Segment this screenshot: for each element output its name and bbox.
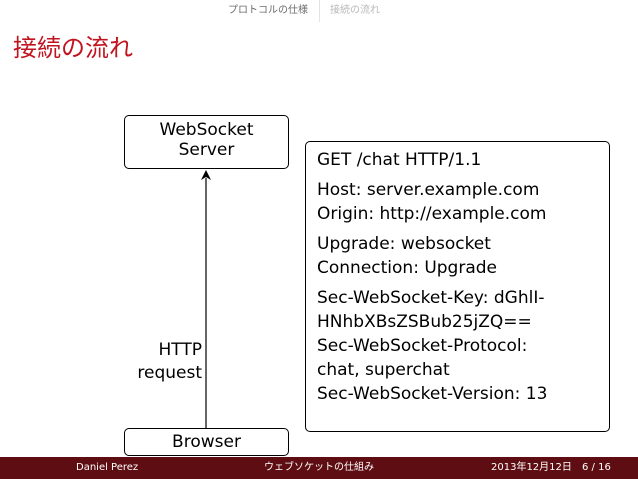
request-line-group: GET /chat HTTP/1.1 (317, 148, 609, 172)
http-request-label: HTTP request (120, 339, 202, 385)
websocket-server-node: WebSocket Server (124, 115, 289, 169)
header-sec-protocol: Sec-WebSocket-Protocol: (317, 336, 528, 356)
browser-node: Browser (124, 428, 289, 456)
header-sec-key: Sec-WebSocket-Key: dGhlI- (317, 288, 545, 308)
header-sec-key-cont: HNhbXBsZSBub25jZQ== (317, 312, 532, 332)
slide-title: 接続の流れ (13, 34, 133, 62)
host-origin-group: Host: server.example.com Origin: http://… (317, 178, 609, 226)
footer-page-number: 6 / 16 (582, 462, 611, 473)
browser-label: Browser (172, 432, 241, 452)
nav-divider (319, 0, 320, 22)
edge-label-line: HTTP (158, 340, 202, 360)
edge-label-line: request (137, 363, 202, 383)
header-sec-version: Sec-WebSocket-Version: 13 (317, 384, 548, 404)
header-sec-protocol-value: chat, superchat (317, 360, 450, 380)
footer-title: ウェブソケットの仕組み (264, 462, 374, 473)
header-upgrade: Upgrade: websocket (317, 234, 491, 254)
header-origin: Origin: http://example.com (317, 204, 547, 224)
server-label-line: WebSocket (159, 120, 254, 140)
footer-bar: Daniel Perez ウェブソケットの仕組み 2013年12月12日 6 /… (0, 457, 638, 479)
nav-section-protocol-spec[interactable]: プロトコルの仕様 (228, 5, 308, 16)
header-host: Host: server.example.com (317, 180, 540, 200)
arrow-head-icon (201, 170, 211, 180)
nav-section-connection-flow[interactable]: 接続の流れ (330, 5, 380, 16)
header-connection: Connection: Upgrade (317, 258, 498, 278)
request-line: GET /chat HTTP/1.1 (317, 150, 482, 170)
footer-author: Daniel Perez (76, 462, 139, 473)
top-navigation-bar: プロトコルの仕様 接続の流れ (0, 0, 638, 22)
upgrade-group: Upgrade: websocket Connection: Upgrade (317, 232, 609, 280)
websocket-headers-group: Sec-WebSocket-Key: dGhlI- HNhbXBsZSBub25… (317, 286, 609, 406)
server-label-line: Server (178, 140, 235, 160)
footer-date: 2013年12月12日 (491, 462, 572, 473)
http-request-panel: GET /chat HTTP/1.1 Host: server.example.… (305, 141, 610, 432)
